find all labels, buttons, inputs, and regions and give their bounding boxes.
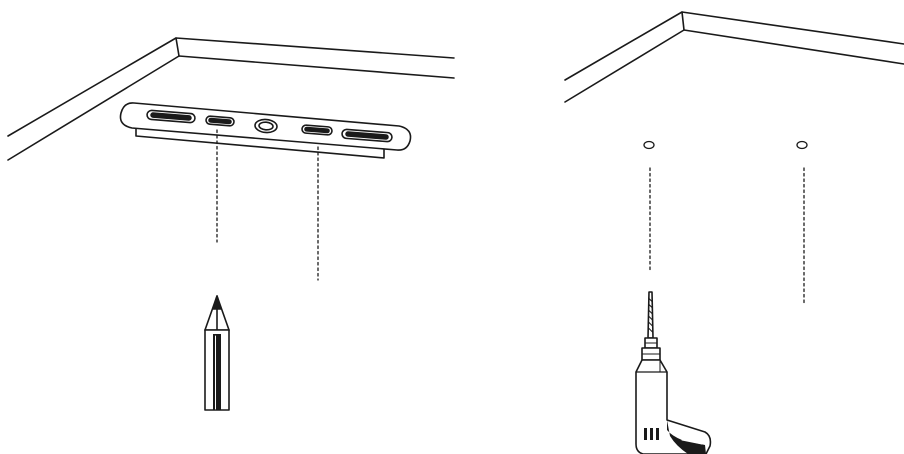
guide-line [649, 167, 805, 305]
marked-hole [643, 140, 655, 150]
guide-line [216, 129, 319, 281]
bracket-slot [301, 124, 333, 136]
bracket-slot [341, 128, 393, 143]
ceiling-left [7, 37, 455, 161]
bracket-slot [146, 109, 196, 124]
pencil-icon [204, 295, 230, 411]
marked-hole [796, 140, 808, 150]
ceiling-right [564, 11, 904, 103]
bracket-center-hole [254, 118, 278, 134]
drill-icon [635, 291, 712, 454]
bracket-slot [205, 115, 235, 127]
step-mark-holes [7, 37, 455, 411]
mounting-bracket [119, 102, 412, 159]
step-drill-holes [564, 11, 904, 454]
